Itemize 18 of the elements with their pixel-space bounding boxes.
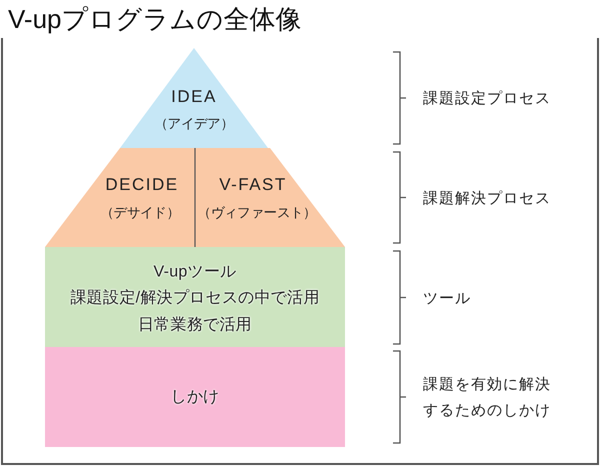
reading-text: （アイデア）: [154, 116, 234, 132]
tier-description: 課題設定/解決プロセスの中で活用: [70, 288, 320, 308]
tier-title: V-upツール: [154, 262, 236, 282]
reading-text: （デサイド）: [100, 204, 180, 222]
tier-text: しかけ: [170, 387, 220, 407]
bracket-label: 課題を有効に解決するためのしかけ: [423, 375, 552, 421]
base-band: [45, 347, 345, 447]
bracket-label: ツール: [423, 288, 471, 308]
tier-title: IDEA: [171, 86, 217, 108]
tool-band: [45, 247, 345, 347]
diagram-title: V-upプログラムの全体像: [8, 3, 302, 36]
tier-description: 日常業務で活用: [138, 315, 252, 335]
bracket-label: 課題設定プロセス: [423, 89, 551, 109]
tier-title: DECIDE: [105, 174, 179, 196]
pyramid-top-tier: [120, 48, 268, 148]
tier-title: V-FAST: [219, 174, 287, 196]
bracket-label: 課題解決プロセス: [423, 188, 551, 208]
reading-text: （ヴィファースト）: [198, 204, 316, 222]
